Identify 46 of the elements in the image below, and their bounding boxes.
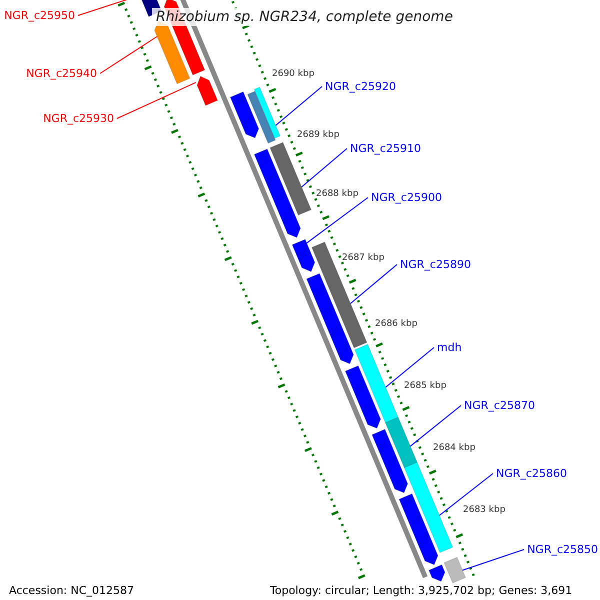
gene-label: NGR_c25950	[4, 10, 75, 21]
gene-block	[398, 493, 438, 566]
gene-label: mdh	[437, 342, 462, 353]
gene-label: NGR_c25920	[325, 81, 396, 92]
leader-line	[116, 82, 196, 119]
gene-block	[372, 428, 408, 494]
gene-bar	[247, 90, 276, 144]
gene-label: NGR_c25860	[496, 468, 567, 479]
gene-label: NGR_c25850	[527, 544, 598, 555]
gene-block	[196, 76, 218, 106]
leader-line	[385, 347, 434, 388]
gene-bar	[354, 344, 399, 423]
gene-bar	[311, 242, 368, 348]
gene-block	[230, 91, 260, 138]
gene-bar	[384, 416, 418, 468]
gene-bar	[444, 556, 466, 584]
accession-text: Accession: NC_012587	[9, 585, 134, 596]
leader-line	[462, 549, 525, 571]
leader-line	[410, 405, 462, 447]
tick-label: 2684 kbp	[433, 444, 476, 453]
tick-label: 2686 kbp	[375, 320, 418, 329]
gene-label: NGR_c25910	[350, 143, 421, 154]
tick-label: 2685 kbp	[404, 382, 446, 391]
gene-block	[306, 273, 354, 364]
leader-line	[301, 148, 348, 188]
gene-label: NGR_c25870	[464, 400, 535, 411]
gene-bar	[254, 86, 281, 139]
leader-line	[100, 36, 158, 74]
leader-line	[306, 197, 368, 244]
gene-bar	[270, 142, 312, 216]
tick-label: 2687 kbp	[342, 254, 384, 263]
gene-label: NGR_c25900	[371, 192, 442, 203]
tick-label: 2688 kbp	[316, 190, 358, 199]
gene-label: NGR_c25890	[400, 259, 471, 270]
leader-line	[438, 473, 494, 516]
gene-block	[344, 365, 381, 429]
gene-block	[254, 148, 301, 238]
leader-line	[350, 264, 398, 304]
gene-label: NGR_c25940	[26, 68, 97, 79]
gene-label: NGR_c25930	[43, 113, 114, 124]
tick-label: 2689 kbp	[297, 131, 340, 140]
gene-bar	[404, 462, 454, 553]
tick-label: 2683 kbp	[463, 506, 506, 515]
genome-summary-text: Topology: circular; Length: 3,925,702 bp; Genes: 3,691	[270, 585, 572, 596]
gene-block	[292, 239, 316, 272]
tick-label: 2690 kbp	[272, 70, 314, 79]
